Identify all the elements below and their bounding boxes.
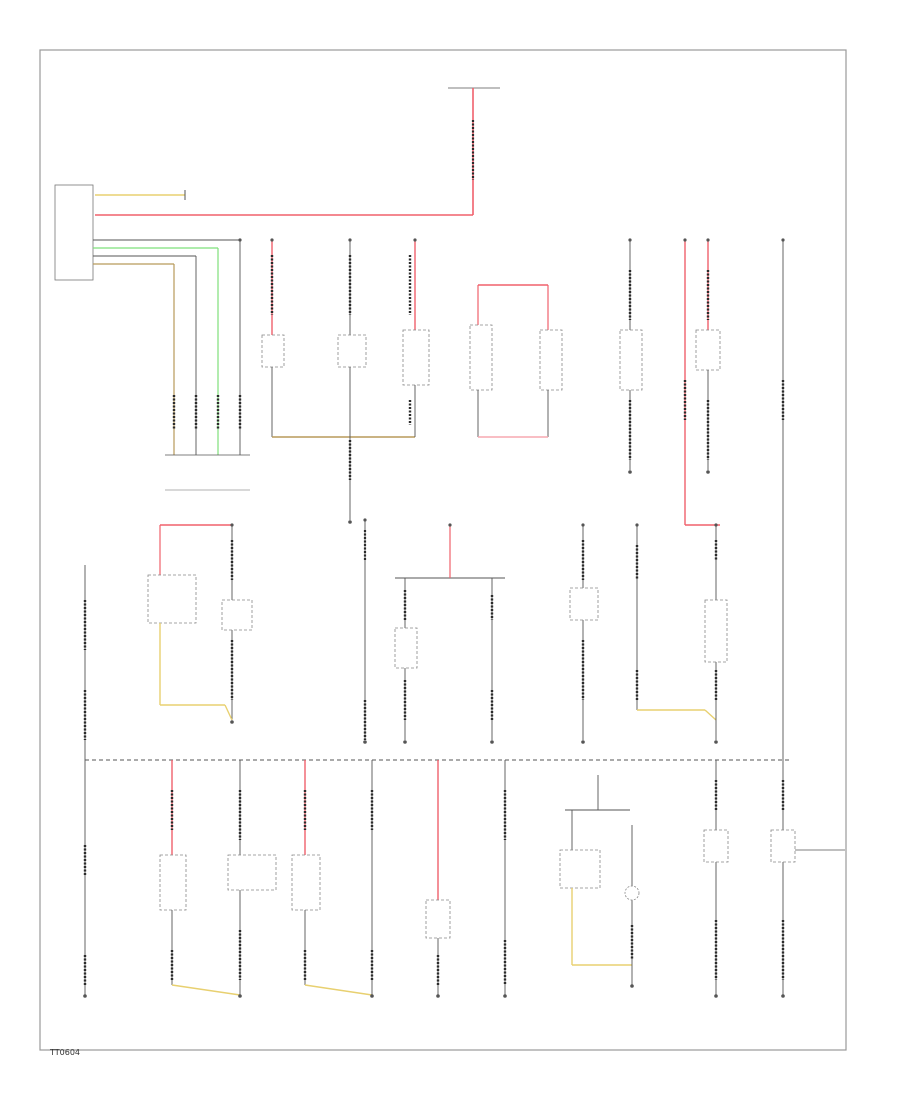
- middle-right-assembly: [569, 525, 728, 740]
- connector-symbol: [230, 238, 785, 527]
- bottom-switches-left: [159, 760, 374, 996]
- bottom-switches-center: [425, 760, 507, 995]
- diagram-frame: [39, 49, 847, 1051]
- top-row-switches: [261, 324, 721, 391]
- middle-left-assembly: [147, 524, 253, 721]
- bottom-switches-right: [559, 760, 845, 995]
- middle-center-assembly: [363, 520, 505, 740]
- top-row-lower-wiring: [271, 367, 720, 526]
- top-row-feeds: [270, 240, 785, 760]
- left-connector-block: [54, 184, 250, 491]
- ground-symbol: [83, 470, 785, 998]
- footer-code: TT0604: [49, 1048, 80, 1057]
- top-power-feed: [95, 87, 500, 216]
